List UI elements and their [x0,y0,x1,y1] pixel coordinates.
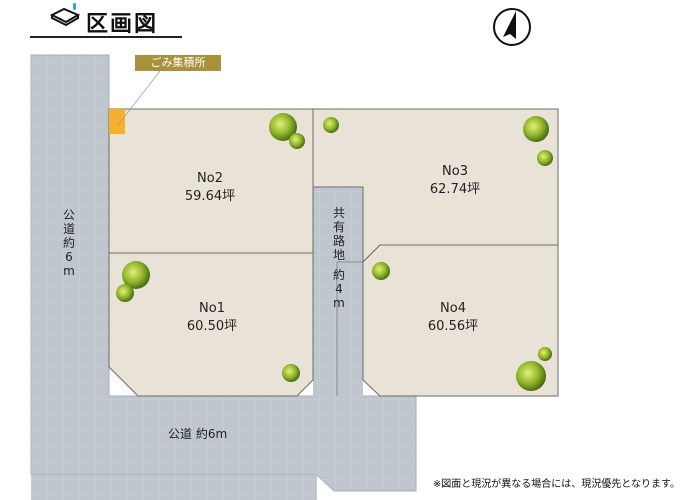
lot-no1[interactable] [108,252,314,397]
char: 約 [332,268,345,282]
lot-no2-label: No2 59.64坪 [170,170,250,206]
private-road-label: 共 有 路 地 約 4 m [332,206,346,310]
lot-name: No2 [197,171,223,186]
page-title: 区画図 [86,12,159,37]
lot-no1-label: No1 60.50坪 [172,300,252,336]
lot-name: No1 [199,301,225,316]
lot-no4[interactable] [362,244,559,397]
left-road-label: 公 道 約 6 m [62,208,76,278]
char: m [63,264,75,278]
disclaimer-note: ※図面と現況が異なる場合には、現況優先となります。 [432,479,680,490]
char: 路 [332,234,345,248]
trees [116,113,553,391]
lot-area: 60.50坪 [186,319,238,334]
lot-no4-label: No4 60.56坪 [413,300,493,336]
char: 有 [332,220,345,234]
char: 4 [335,282,343,296]
char: 6 [65,250,73,264]
lot-name: No3 [442,164,468,179]
lot-name: No4 [440,301,466,316]
bottom-road-label: 公道 約6m [168,427,228,441]
lot-area: 62.74坪 [429,182,481,197]
north-arrow-icon [493,8,531,46]
lot-area: 59.64坪 [184,189,236,204]
garbage-label: ごみ集積所 [135,55,221,71]
private-road [313,187,363,397]
char: 道 [62,222,75,236]
title-divider [30,36,182,38]
char: 共 [332,206,345,220]
land-parcel-icon [49,3,81,27]
char: 公 [62,208,75,222]
char: 地 [332,248,345,262]
lot-area: 60.56坪 [427,319,479,334]
char: 約 [62,236,75,250]
char: m [333,296,345,310]
garbage-area [109,109,125,134]
lot-no3-label: No3 62.74坪 [415,163,495,199]
